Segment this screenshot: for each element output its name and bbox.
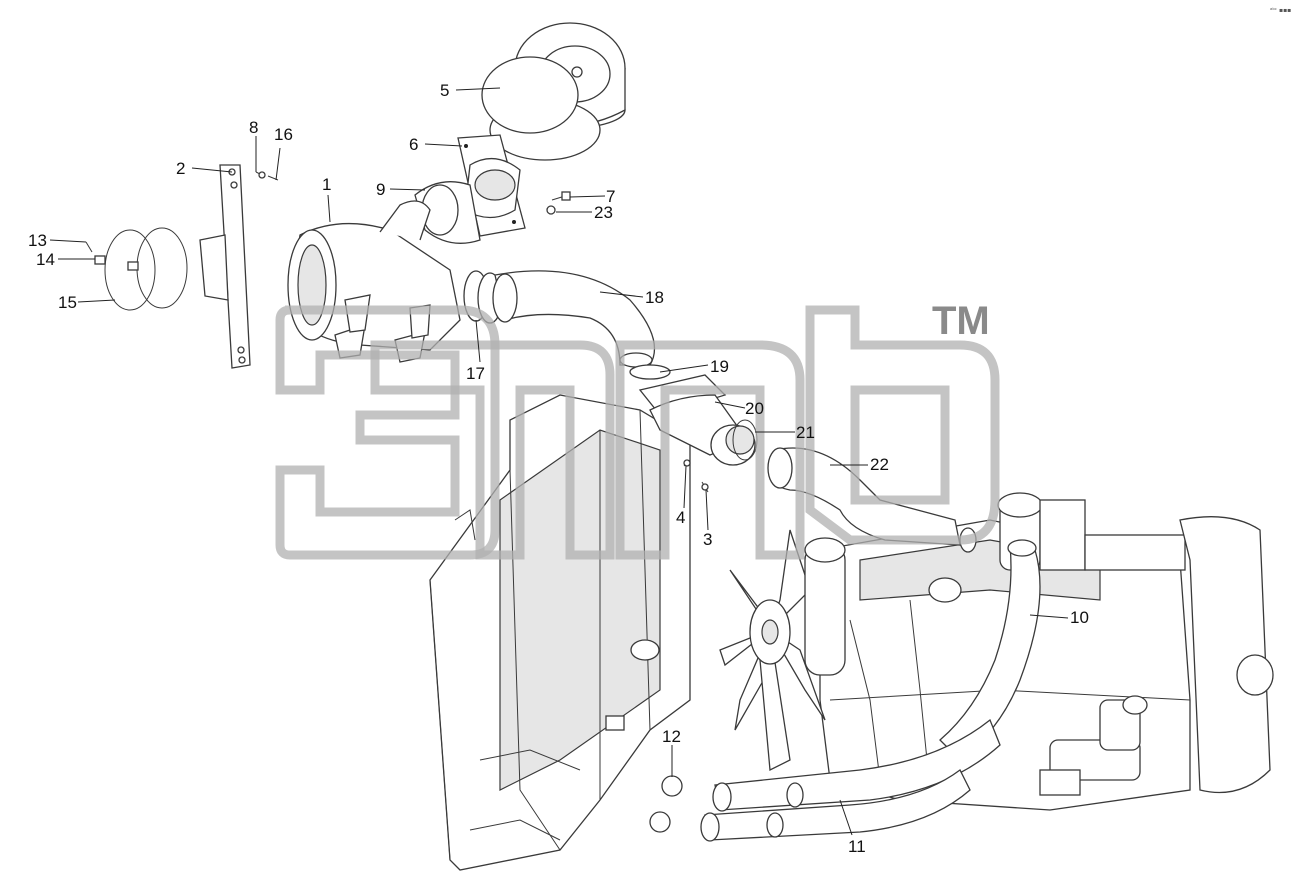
callout-4: 4 [676, 508, 685, 527]
callout-1: 1 [322, 175, 331, 194]
cooling-fan [719, 529, 846, 772]
callout-19: 19 [710, 357, 729, 376]
part-19-20-gasket-pipe [629, 364, 756, 466]
part-15-clamp-bands [85, 227, 188, 311]
callout-15: 15 [58, 293, 77, 312]
part-11-lower-pipe [700, 718, 1001, 842]
callout-8: 8 [249, 118, 258, 137]
callout-16: 16 [274, 125, 293, 144]
callout-18: 18 [645, 288, 664, 307]
callout-14: 14 [36, 250, 55, 269]
callout-2: 2 [176, 159, 185, 178]
callout-11: 11 [848, 837, 866, 856]
trademark-symbol: TM [932, 299, 990, 343]
part-2-mounting-strip [199, 164, 251, 369]
callout-labels: 1 2 3 4 5 6 7 8 9 10 11 12 13 14 15 16 1… [28, 81, 1089, 856]
watermark-logo: TM [275, 299, 1000, 560]
part-18-intake-pipe [492, 270, 656, 368]
corner-mark: ᵃᵇᶜ ▪▪▪ [1270, 7, 1291, 14]
part-3-4-pins [683, 459, 709, 493]
callout-5: 5 [440, 81, 449, 100]
part-5-filter-cap [481, 22, 626, 161]
callout-3: 3 [703, 530, 712, 549]
callout-21: 21 [796, 423, 815, 442]
part-8-16-bolts [255, 171, 279, 181]
part-12-hose-clamps [649, 775, 683, 833]
leader-lines [49, 87, 1069, 836]
callout-9: 9 [376, 180, 385, 199]
callout-20: 20 [745, 399, 764, 418]
callout-7: 7 [606, 187, 615, 206]
callout-12: 12 [662, 727, 681, 746]
callout-17: 17 [466, 364, 485, 383]
part-9-elbow [414, 181, 481, 244]
callout-13: 13 [28, 231, 47, 250]
callout-22: 22 [870, 455, 889, 474]
radiator-frame [429, 394, 691, 871]
callout-23: 23 [594, 203, 613, 222]
part-6-bracket [457, 134, 526, 237]
callout-10: 10 [1070, 608, 1089, 627]
part-7-23-bolt-nut [546, 191, 571, 215]
callout-6: 6 [409, 135, 418, 154]
